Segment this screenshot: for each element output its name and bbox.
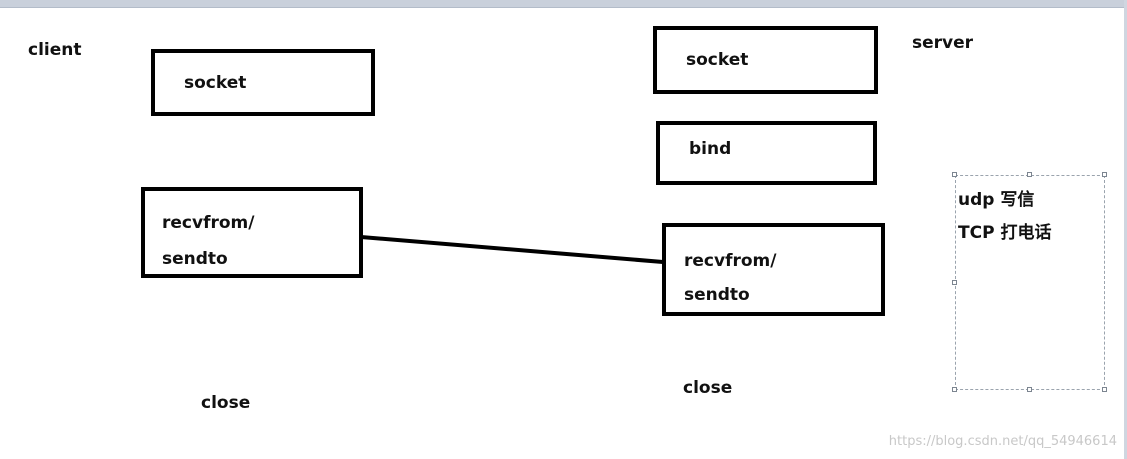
- server-bind-label: bind: [689, 139, 732, 159]
- note-resize-handle-bottom-left[interactable]: [952, 387, 957, 392]
- note-resize-handle-middle-left[interactable]: [952, 280, 957, 285]
- client-title: client: [28, 40, 82, 60]
- server-sendto-label: sendto: [684, 285, 750, 305]
- client-recvfrom-sendto-box: recvfrom/ sendto: [141, 187, 363, 278]
- server-recvfrom-sendto-box: recvfrom/ sendto: [662, 223, 885, 316]
- client-sendto-label: sendto: [162, 249, 228, 269]
- note-udp-line: udp 写信: [958, 190, 1035, 210]
- server-bind-box: bind: [656, 121, 877, 185]
- server-title: server: [912, 33, 974, 53]
- server-close-label: close: [683, 378, 733, 398]
- server-socket-label: socket: [686, 50, 749, 70]
- note-resize-handle-bottom-center[interactable]: [1027, 387, 1032, 392]
- note-resize-handle-bottom-right[interactable]: [1102, 387, 1107, 392]
- note-tcp-line: TCP 打电话: [958, 223, 1052, 243]
- client-socket-box: socket: [151, 49, 375, 116]
- note-resize-handle-top-right[interactable]: [1102, 172, 1107, 177]
- note-resize-handle-top-center[interactable]: [1027, 172, 1032, 177]
- client-socket-label: socket: [184, 73, 247, 93]
- client-close-label: close: [201, 393, 251, 413]
- csdn-watermark: https://blog.csdn.net/qq_54946614: [888, 434, 1117, 449]
- window-right-edge: [1124, 0, 1127, 459]
- client-recvfrom-label: recvfrom/: [162, 213, 255, 233]
- server-socket-box: socket: [653, 26, 878, 94]
- note-resize-handle-top-left[interactable]: [952, 172, 957, 177]
- client-server-connector-line: [359, 235, 665, 264]
- window-top-strip: [0, 0, 1127, 8]
- server-recvfrom-label: recvfrom/: [684, 251, 777, 271]
